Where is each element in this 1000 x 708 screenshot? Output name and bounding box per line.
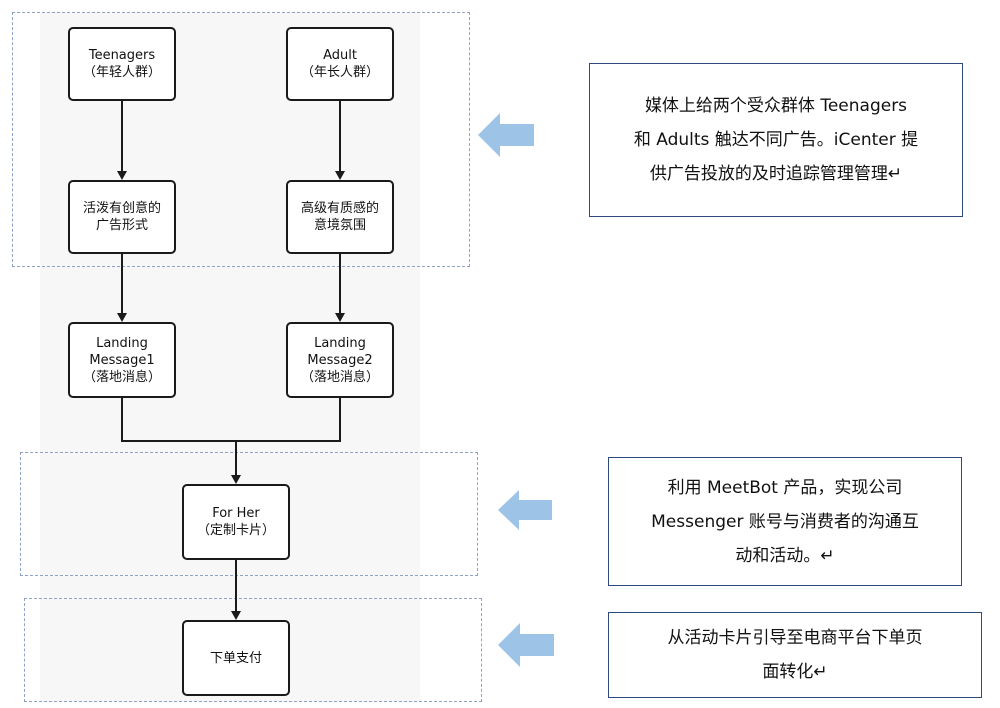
connector-arrowhead <box>231 475 241 484</box>
connector-line <box>235 440 237 475</box>
connector-line <box>339 254 341 313</box>
node-checkout: 下单支付 <box>182 620 290 696</box>
connector-arrowhead <box>117 171 127 180</box>
node-label: 下单支付 <box>209 650 262 666</box>
node-label: 活泼有创意的 <box>82 201 161 216</box>
connector-line <box>121 440 341 442</box>
connector-arrowhead <box>117 313 127 322</box>
connector-line <box>121 398 123 441</box>
node-landing-message-1: Landing Message1 （落地消息） <box>68 322 176 398</box>
connector-line <box>339 398 341 441</box>
node-label: 高级有质感的 <box>300 201 379 216</box>
node-label: Landing <box>96 335 148 351</box>
checkout-group <box>24 598 482 702</box>
node-sublabel: （落地消息） <box>300 369 379 385</box>
node-sublabel: 意境氛围 <box>313 218 366 233</box>
node-label: Adult <box>323 48 357 63</box>
node-sublabel: 广告形式 <box>95 218 148 233</box>
note-text: 利用 MeetBot 产品，实现公司 Messenger 账号与消费者的沟通互 … <box>651 477 919 566</box>
node-for-her: For Her （定制卡片） <box>182 484 290 560</box>
messenger-group <box>20 452 478 576</box>
left-arrow-icon <box>498 490 552 530</box>
node-label: Teenagers <box>88 48 156 63</box>
connector-arrowhead <box>335 313 345 322</box>
node-teenagers: Teenagers （年轻人群） <box>68 27 176 101</box>
note-checkout-conversion: 从活动卡片引导至电商平台下单页 面转化↵ <box>608 612 982 698</box>
connector-line <box>235 560 237 611</box>
note-media-targeting: 媒体上给两个受众群体 Teenagers 和 Adults 触达不同广告。iCe… <box>589 63 963 217</box>
connector-arrowhead <box>231 611 241 620</box>
node-creative-ad: 活泼有创意的 广告形式 <box>68 180 176 254</box>
node-label: For Her <box>212 506 260 521</box>
note-text: 从活动卡片引导至电商平台下单页 面转化↵ <box>667 628 923 682</box>
node-sublabel: （年长人群） <box>300 65 379 80</box>
node-premium-ad: 高级有质感的 意境氛围 <box>286 180 394 254</box>
connector-line <box>339 101 341 171</box>
node-sublabel: （落地消息） <box>82 369 161 385</box>
node-adult: Adult （年长人群） <box>286 27 394 101</box>
left-arrow-icon <box>498 623 554 667</box>
node-sublabel: （年轻人群） <box>82 65 161 80</box>
connector-line <box>121 101 123 171</box>
node-label: Message1 <box>89 352 155 368</box>
note-meetbot: 利用 MeetBot 产品，实现公司 Messenger 账号与消费者的沟通互 … <box>608 457 962 586</box>
note-text: 媒体上给两个受众群体 Teenagers 和 Adults 触达不同广告。iCe… <box>633 96 919 184</box>
ad-targeting-group <box>12 12 470 267</box>
left-arrow-icon <box>478 113 534 157</box>
connector-arrowhead <box>335 171 345 180</box>
node-landing-message-2: Landing Message2 （落地消息） <box>286 322 394 398</box>
node-sublabel: （定制卡片） <box>196 523 275 538</box>
connector-line <box>121 254 123 313</box>
node-label: Landing <box>314 335 366 351</box>
node-label: Message2 <box>307 352 373 368</box>
